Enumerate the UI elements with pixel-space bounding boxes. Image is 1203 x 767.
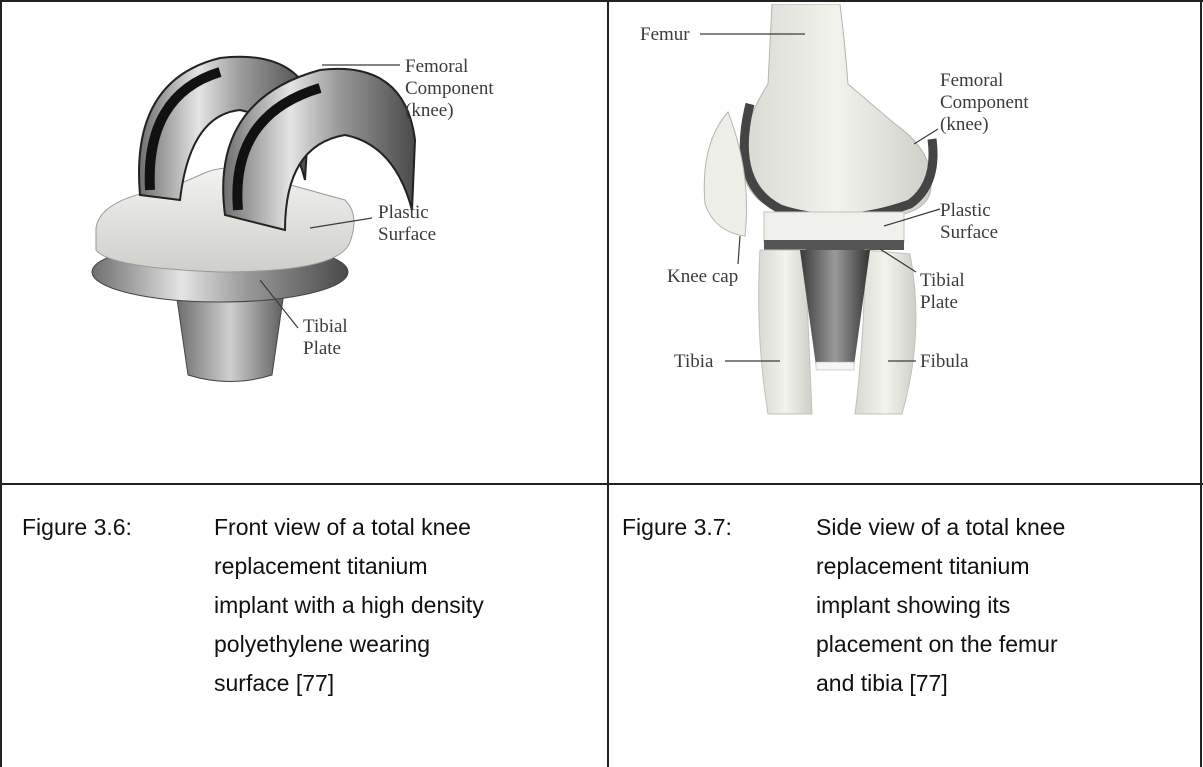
- label-line: Plate: [303, 338, 341, 359]
- label-line: Surface: [378, 224, 436, 245]
- label-line: Femoral: [940, 70, 1003, 91]
- label-line: (knee): [940, 114, 989, 135]
- caption-line: implant showing its: [816, 586, 1186, 625]
- caption-line: surface [77]: [214, 664, 594, 703]
- label-line: Tibial: [303, 316, 348, 337]
- label-line: Femoral: [405, 56, 468, 77]
- label-line: Fibula: [920, 351, 969, 372]
- label-line: Tibia: [674, 351, 714, 372]
- label-line: Component: [940, 92, 1029, 113]
- label-line: (knee): [405, 100, 454, 121]
- table-top-border: [0, 0, 1203, 2]
- caption-line: implant with a high density: [214, 586, 594, 625]
- label-line: Component: [405, 78, 494, 99]
- table-middle-border: [607, 0, 609, 767]
- caption-line: Side view of a total knee: [816, 508, 1186, 547]
- figure-3-7-caption: Figure 3.7: Side view of a total knee re…: [622, 508, 1192, 758]
- caption-line: Front view of a total knee: [214, 508, 594, 547]
- label-line: Surface: [940, 222, 998, 243]
- label-line: Plate: [920, 292, 958, 313]
- table-row-divider: [0, 483, 1203, 485]
- caption-number: Figure 3.7:: [622, 508, 732, 547]
- label-line: Tibial: [920, 270, 965, 291]
- figure-3-6-caption: Figure 3.6: Front view of a total knee r…: [22, 508, 592, 758]
- table-left-border: [0, 0, 2, 767]
- caption-text: Front view of a total knee replacement t…: [214, 508, 594, 703]
- caption-line: replacement titanium: [816, 547, 1186, 586]
- caption-line: placement on the femur: [816, 625, 1186, 664]
- tibia-label: Tibia: [674, 351, 714, 372]
- caption-number: Figure 3.6:: [22, 508, 132, 547]
- knee-cap-label: Knee cap: [667, 266, 738, 287]
- caption-text: Side view of a total knee replacement ti…: [816, 508, 1186, 703]
- label-line: Plastic: [940, 200, 991, 221]
- label-line: Femur: [640, 24, 690, 45]
- label-line: Knee cap: [667, 266, 738, 287]
- fibula-label: Fibula: [920, 351, 969, 372]
- caption-line: replacement titanium: [214, 547, 594, 586]
- label-line: Plastic: [378, 202, 429, 223]
- table-right-border: [1200, 0, 1202, 767]
- femur-label: Femur: [640, 24, 690, 45]
- caption-line: polyethylene wearing: [214, 625, 594, 664]
- caption-line: and tibia [77]: [816, 664, 1186, 703]
